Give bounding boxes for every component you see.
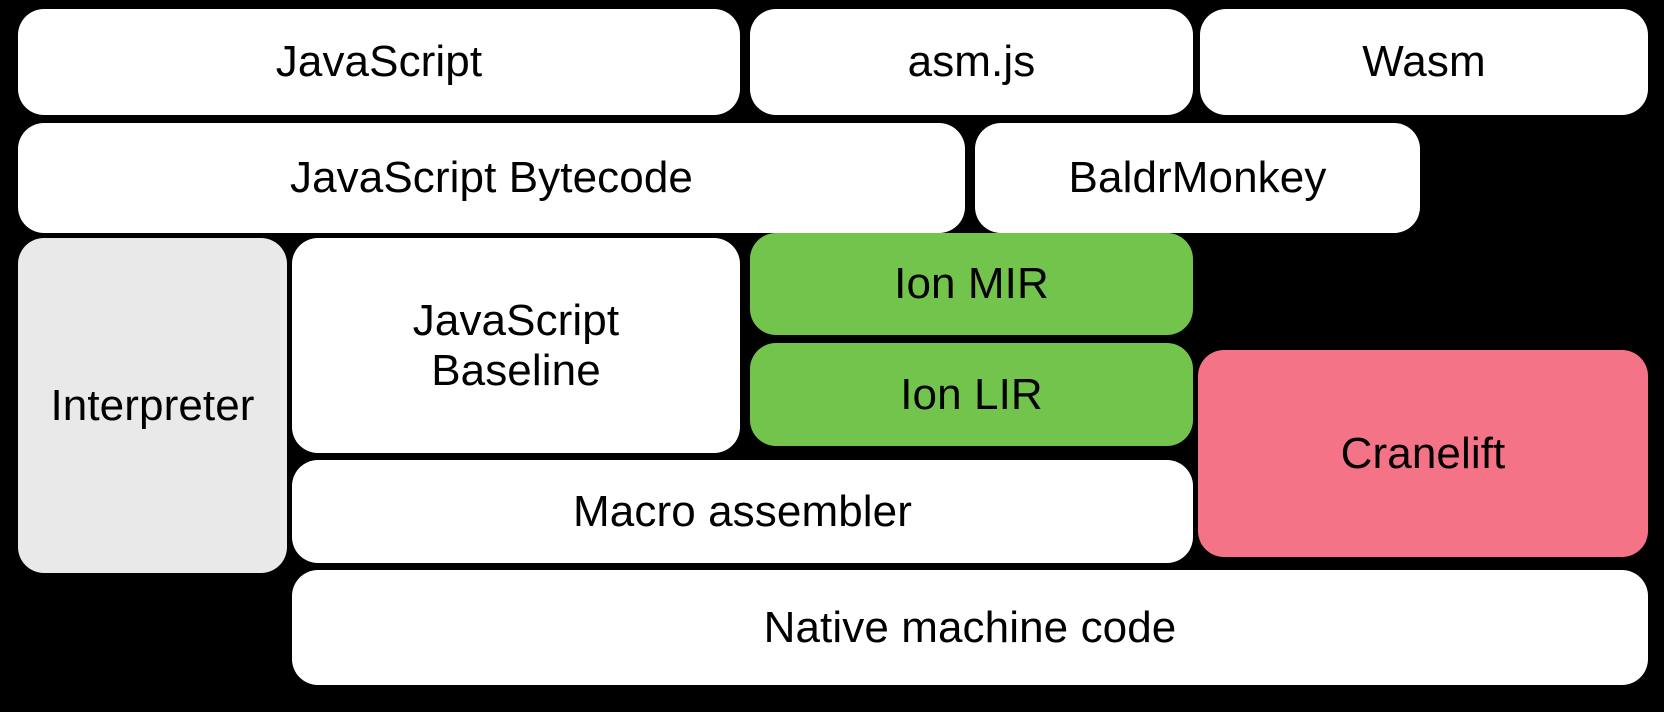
node-native-machine-code: Native machine code	[292, 570, 1648, 685]
node-javascript: JavaScript	[18, 9, 740, 115]
node-interpreter: Interpreter	[18, 238, 287, 573]
node-asmjs: asm.js	[750, 9, 1193, 115]
node-ion-mir: Ion MIR	[750, 233, 1193, 335]
node-baldrmonkey: BaldrMonkey	[975, 123, 1420, 233]
node-javascript-baseline: JavaScript Baseline	[292, 238, 740, 453]
node-macro-assembler: Macro assembler	[292, 460, 1193, 563]
node-javascript-bytecode: JavaScript Bytecode	[18, 123, 965, 233]
node-cranelift: Cranelift	[1198, 350, 1648, 557]
node-ion-lir: Ion LIR	[750, 343, 1193, 446]
node-wasm: Wasm	[1200, 9, 1648, 115]
